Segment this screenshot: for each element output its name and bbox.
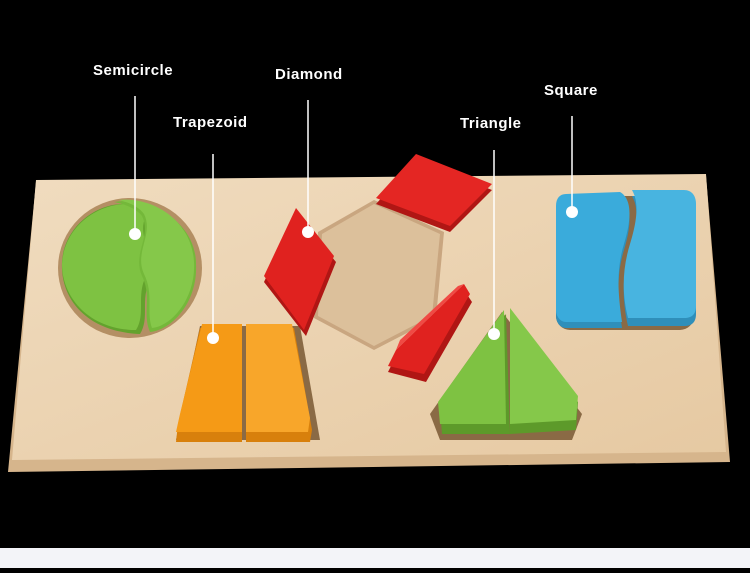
callout-pointers: [129, 96, 578, 344]
square-pieces: [556, 190, 696, 328]
diamond-piece-left: [264, 208, 336, 336]
trapezoid-pointer-dot: [207, 332, 219, 344]
square-label: Square: [544, 82, 598, 99]
diamond-piece-top: [376, 154, 492, 232]
semicircle-label: Semicircle: [93, 62, 174, 79]
diamond-label: Diamond: [275, 66, 343, 83]
square-pointer-dot: [566, 206, 578, 218]
hexagon-slot: [314, 200, 444, 350]
triangle-pointer-dot: [488, 328, 500, 340]
triangle-pieces: [438, 308, 578, 434]
semicircle-pointer-dot: [129, 228, 141, 240]
triangle-label: Triangle: [460, 115, 522, 132]
diamond-pointer-dot: [302, 226, 314, 238]
trapezoid-pieces: [176, 324, 312, 442]
diamond-piece-bottom: [388, 284, 472, 382]
trapezoid-label: Trapezoid: [173, 114, 248, 131]
bottom-strip: [0, 548, 750, 568]
